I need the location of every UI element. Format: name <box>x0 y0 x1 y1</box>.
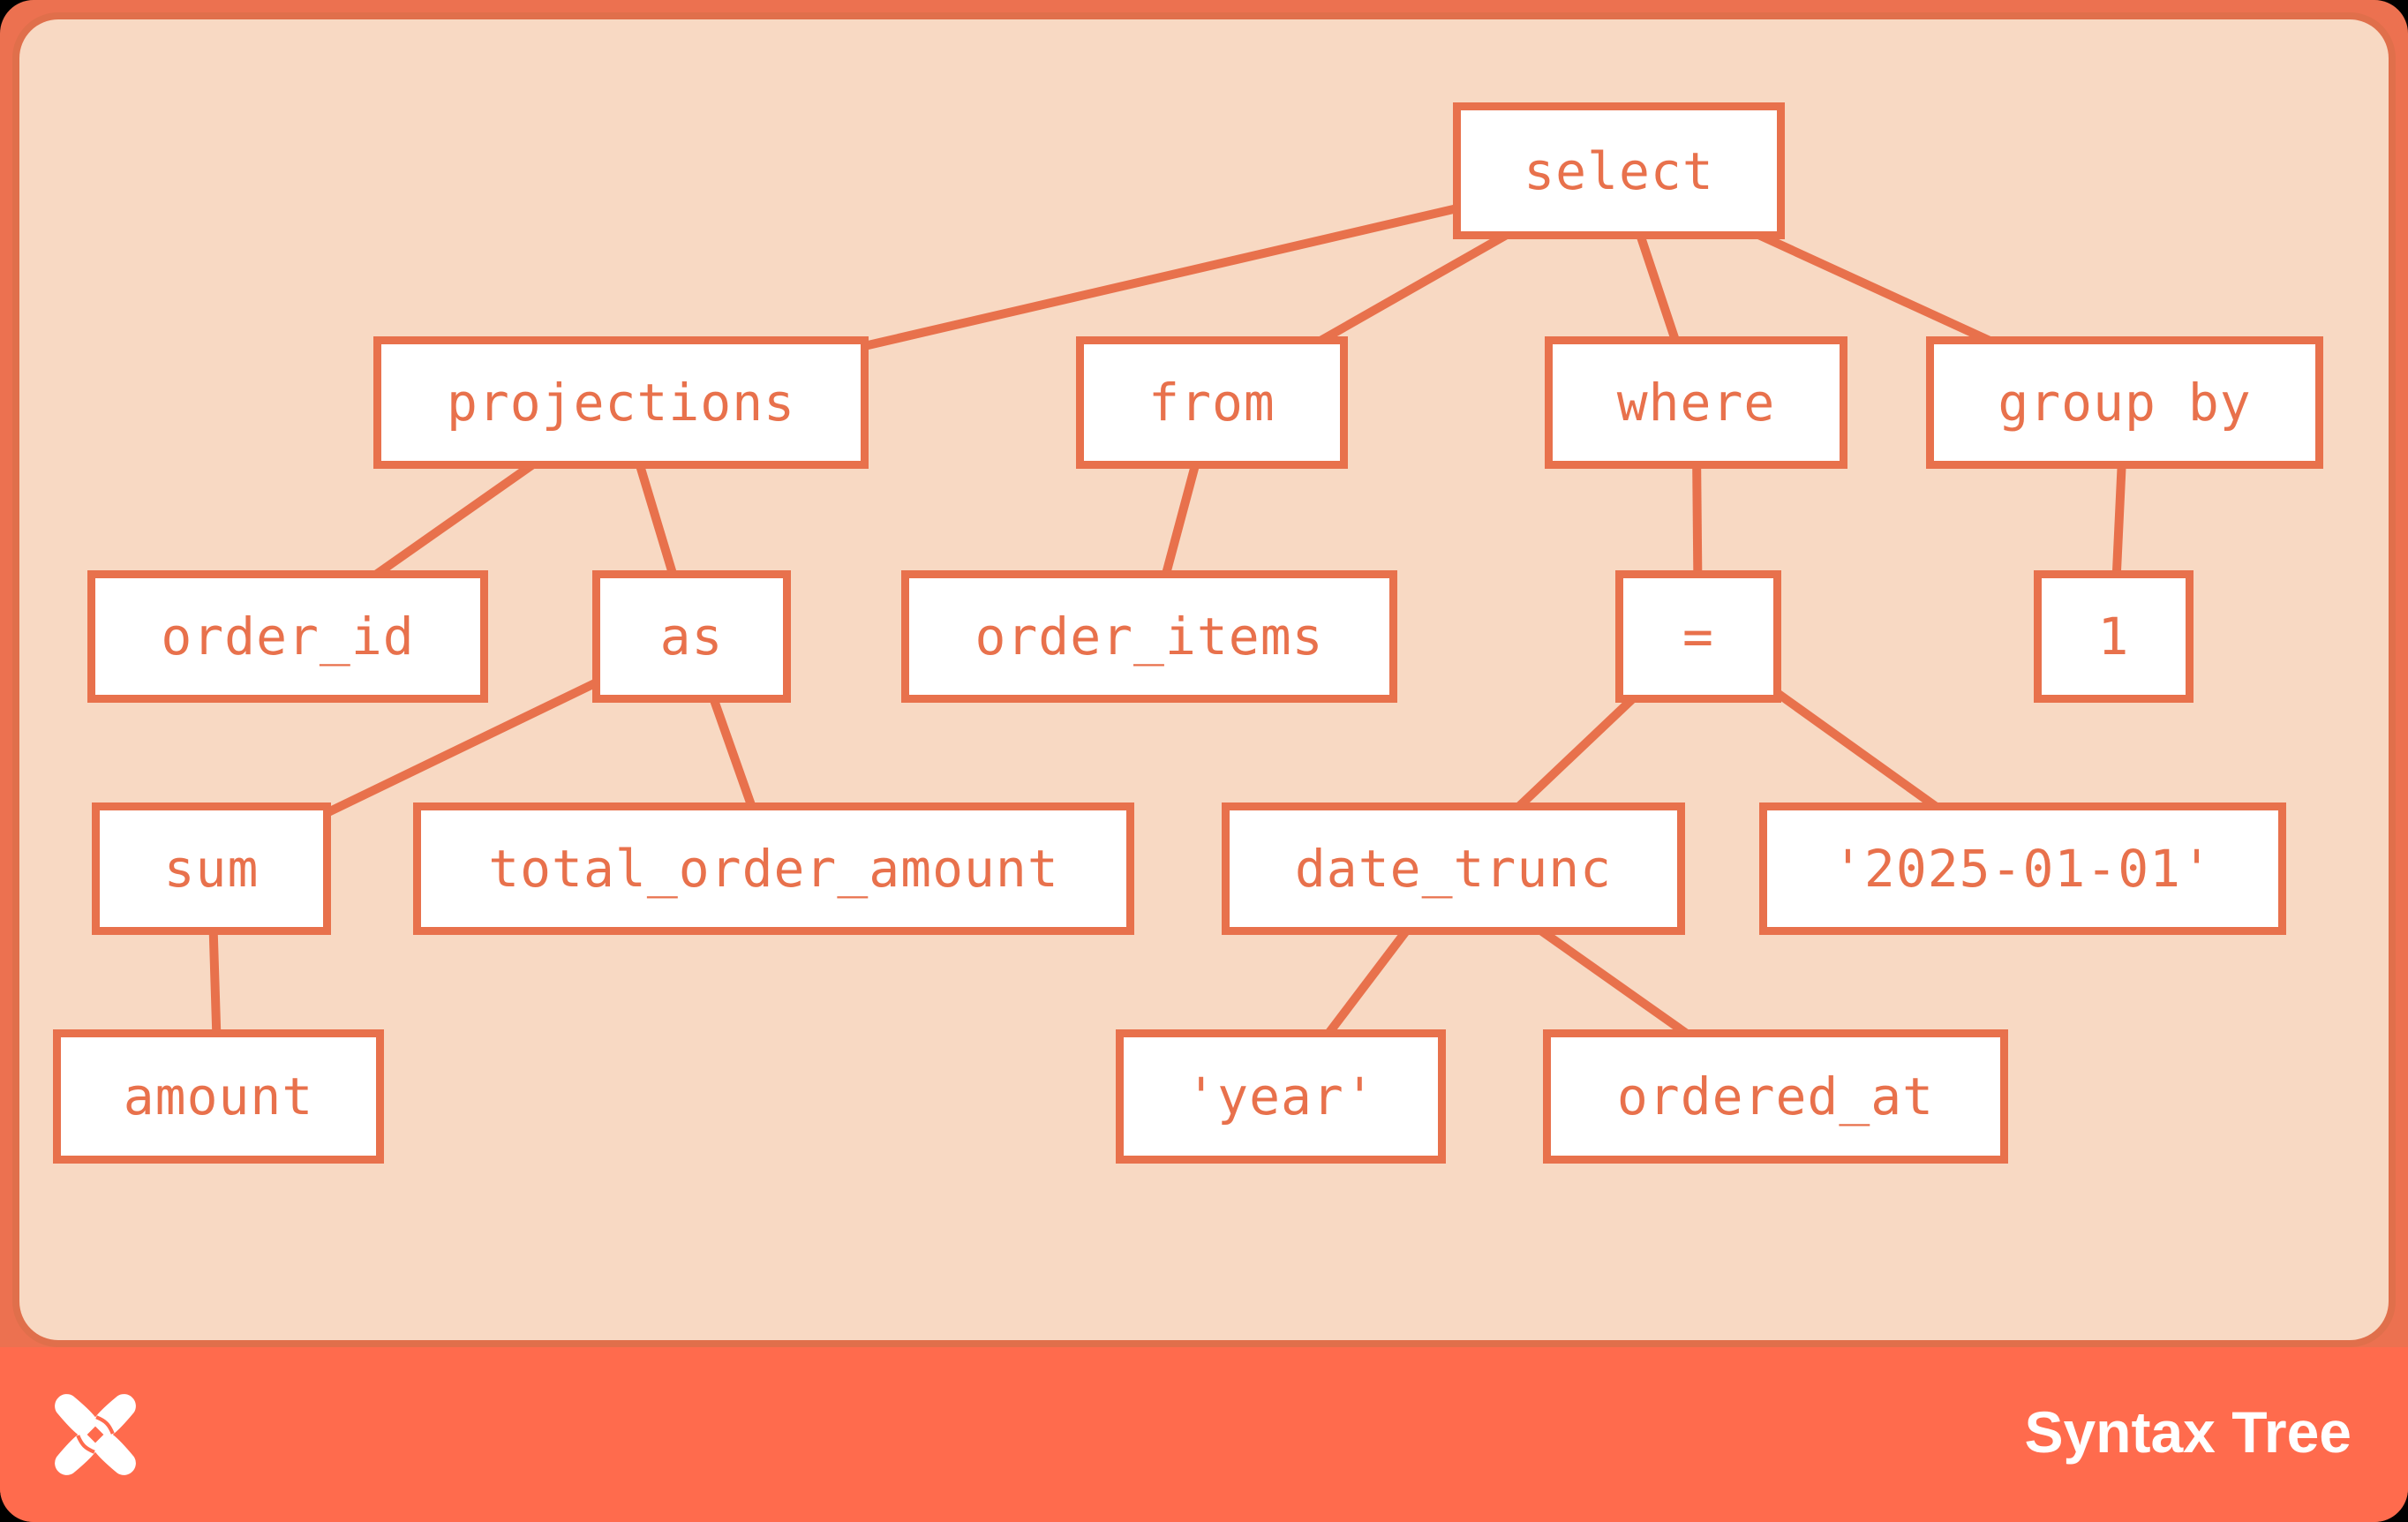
tree-node-order_items: order_items <box>901 570 1397 703</box>
tree-node-eq: = <box>1615 570 1781 703</box>
tree-node-date_trunc: date_trunc <box>1222 802 1685 935</box>
tree-node-order_id: order_id <box>87 570 488 703</box>
tree-node-select: select <box>1453 102 1785 239</box>
tree-node-group_by: group by <box>1926 336 2323 469</box>
footer-bar: Syntax Tree <box>0 1347 2408 1522</box>
tree-node-where: where <box>1545 336 1847 469</box>
tree-node-from: from <box>1076 336 1348 469</box>
tree-node-date_literal: '2025-01-01' <box>1759 802 2286 935</box>
tree-node-one: 1 <box>2034 570 2194 703</box>
dbt-logo-icon <box>55 1394 136 1475</box>
brand-title: Syntax Tree <box>2024 1399 2352 1465</box>
tree-node-year_literal: 'year' <box>1116 1029 1446 1164</box>
tree-node-amount: amount <box>53 1029 384 1164</box>
tree-node-sum: sum <box>92 802 331 935</box>
tree-node-projections: projections <box>373 336 869 469</box>
tree-node-ordered_at: ordered_at <box>1543 1029 2008 1164</box>
tree-node-as: as <box>592 570 791 703</box>
tree-node-total_order_amount: total_order_amount <box>413 802 1134 935</box>
